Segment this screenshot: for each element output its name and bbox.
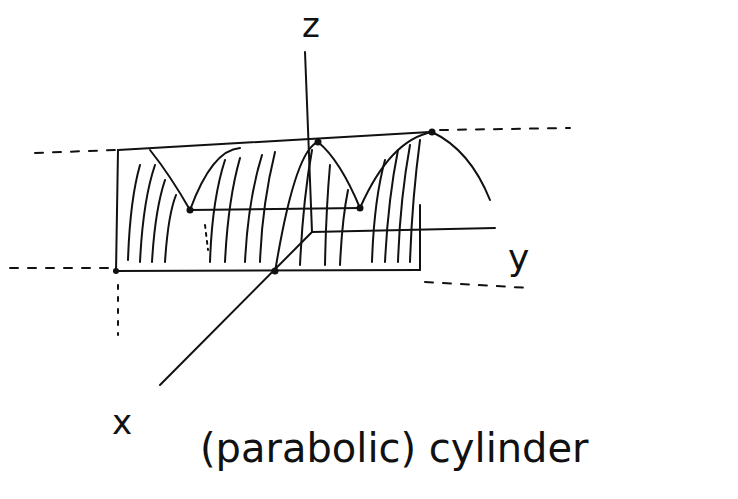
axis-label: y	[508, 240, 529, 276]
caption-label: (parabolic) cylinder	[200, 428, 589, 468]
axis-label: z	[302, 8, 320, 42]
axis-label: x	[112, 405, 132, 439]
